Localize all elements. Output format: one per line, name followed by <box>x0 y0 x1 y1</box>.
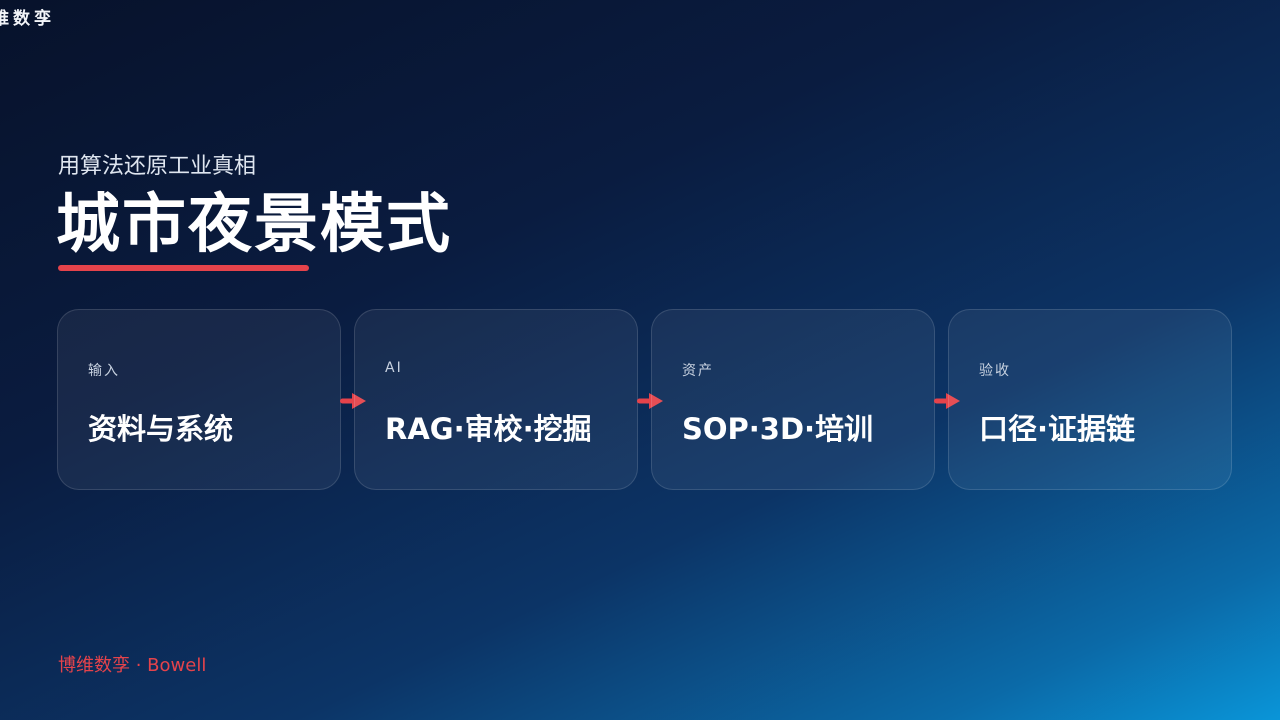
footer-brand: 博维数孪 · Bowell <box>58 655 207 676</box>
step-value: 口径·证据链 <box>979 412 1136 446</box>
arrow-right-icon <box>934 393 960 409</box>
step-label: 输入 <box>88 363 120 379</box>
step-card-ai: AI RAG·审校·挖掘 <box>354 309 638 490</box>
step-value: RAG·审校·挖掘 <box>385 412 592 446</box>
step-card-input: 输入 资料与系统 <box>57 309 341 490</box>
page-subtitle: 用算法还原工业真相 <box>58 154 257 179</box>
brand-logo: 维数孪 <box>0 9 55 29</box>
arrow-right-icon <box>637 393 663 409</box>
page-title: 城市夜景模式 <box>56 188 452 262</box>
step-card-assets: 资产 SOP·3D·培训 <box>651 309 935 490</box>
step-label: 验收 <box>979 363 1011 379</box>
arrow-right-icon <box>340 393 366 409</box>
step-value: 资料与系统 <box>88 412 234 446</box>
step-card-acceptance: 验收 口径·证据链 <box>948 309 1232 490</box>
step-label: AI <box>385 360 403 376</box>
step-label: 资产 <box>682 363 714 379</box>
step-value: SOP·3D·培训 <box>682 412 874 446</box>
title-underline <box>58 265 309 271</box>
